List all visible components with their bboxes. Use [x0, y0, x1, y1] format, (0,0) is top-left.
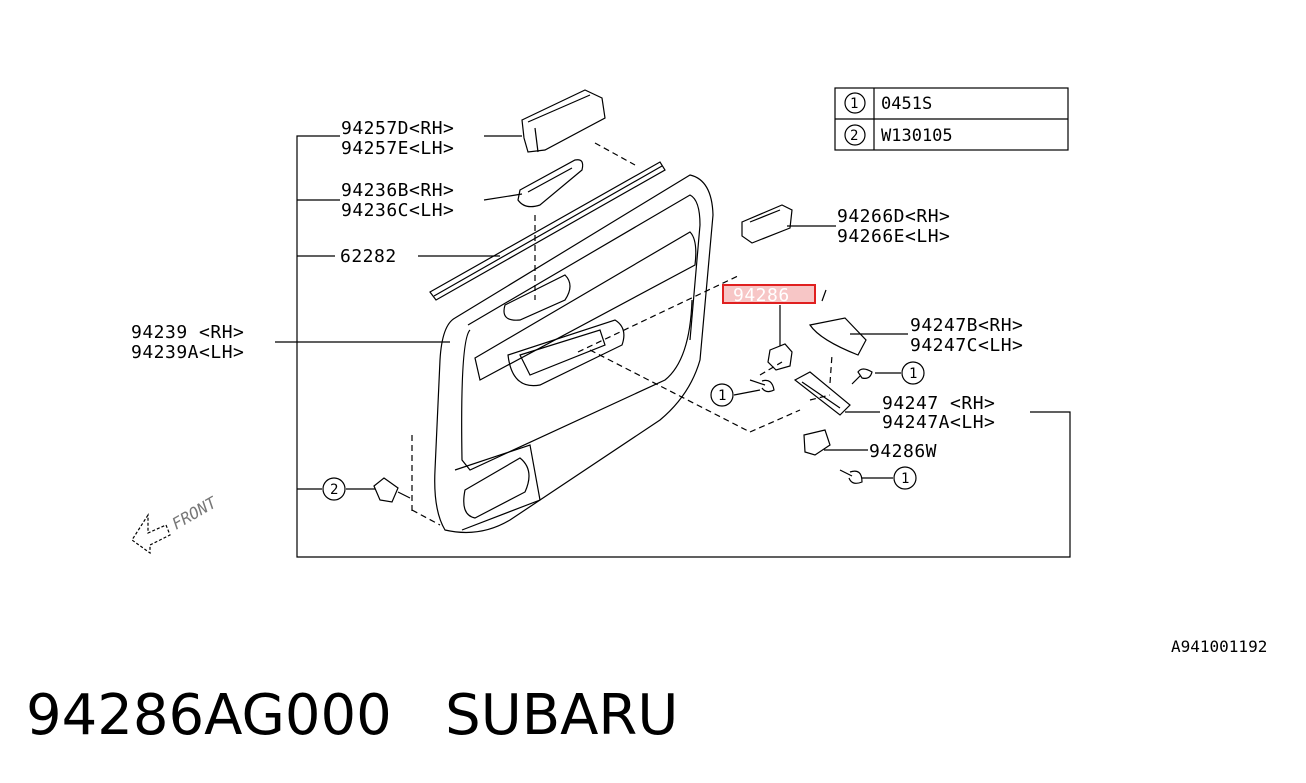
front-arrow-icon	[131, 512, 171, 555]
front-label: FRONT	[169, 492, 221, 533]
leader-line	[821, 289, 827, 302]
callout-label: 94286W	[869, 441, 937, 462]
highlighted-part-label[interactable]: 94286	[733, 285, 790, 306]
callout-label: 94239A<LH>	[131, 342, 244, 363]
callout-label: 94236B<RH>	[341, 180, 454, 201]
ref-circle	[893, 466, 917, 490]
screw-icon	[749, 379, 775, 393]
callout-label: 94239 <RH>	[131, 322, 244, 343]
ref-circle	[322, 477, 346, 501]
diagram-ref: A941001192	[1171, 637, 1267, 656]
part-switch-panel	[793, 371, 851, 416]
legend-num: 2	[850, 128, 858, 144]
part-switch-cover	[809, 317, 867, 356]
screw-ref-number: 1	[909, 366, 917, 382]
part-number: 94286AG000	[26, 683, 392, 748]
part-clip-94286w	[803, 429, 831, 456]
part-handle-trim	[741, 204, 793, 244]
part-seal-strip	[429, 161, 666, 301]
screw-ref-number: 1	[718, 388, 726, 404]
legend-num: 1	[850, 96, 858, 112]
frame-bracket	[296, 135, 1071, 558]
callout-label: 94247A<LH>	[882, 412, 995, 433]
highlight-box[interactable]	[722, 284, 816, 304]
ref-circle	[710, 383, 734, 407]
screw-ref-number: 2	[330, 482, 338, 498]
brand-name: SUBARU	[445, 683, 679, 748]
callout-label: 94247C<LH>	[910, 335, 1023, 356]
callout-label: 94266E<LH>	[837, 226, 950, 247]
screw-icon	[839, 469, 863, 484]
part-title: 94286AG000 SUBARU	[26, 683, 678, 748]
legend-code: W130105	[881, 126, 953, 146]
leader-line	[733, 389, 761, 396]
legend-code: 0451S	[881, 94, 932, 114]
part-handle-cup	[517, 159, 584, 208]
callout-label: 94257E<LH>	[341, 138, 454, 159]
callout-label: 94266D<RH>	[837, 206, 950, 227]
screw-ref-number: 1	[901, 471, 909, 487]
part-door-panel	[434, 174, 714, 534]
screw-icon	[851, 368, 873, 385]
part-clip-94286	[767, 343, 793, 371]
part-bracket-94257	[521, 89, 606, 153]
callout-label: 94257D<RH>	[341, 118, 454, 139]
leader-line	[483, 193, 523, 201]
callout-label: 94247 <RH>	[882, 393, 995, 414]
clip-icon	[373, 477, 411, 503]
ref-circle	[901, 361, 925, 385]
callout-label: 94236C<LH>	[341, 200, 454, 221]
ref-circle	[844, 92, 866, 114]
callout-label: 62282	[340, 246, 397, 267]
ref-circle	[844, 124, 866, 146]
callout-label: 94247B<RH>	[910, 315, 1023, 336]
